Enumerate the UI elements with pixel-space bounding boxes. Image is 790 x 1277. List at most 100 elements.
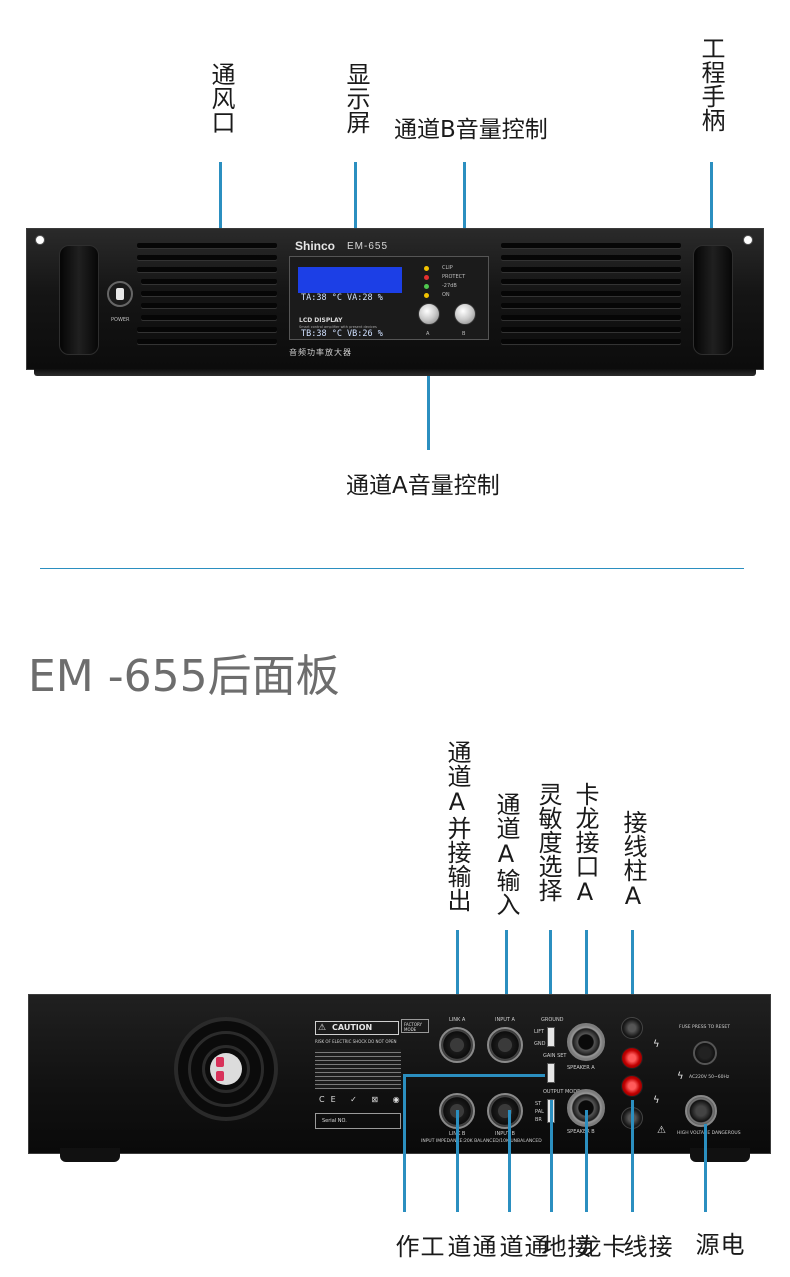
label-ground: 接地 — [538, 1234, 591, 1258]
section-title: EM -655后面板 — [28, 651, 340, 702]
speaker-a-label: SPEAKER A — [567, 1065, 595, 1071]
gain-set-switch[interactable] — [547, 1063, 555, 1083]
ground-lift-switch[interactable] — [547, 1027, 555, 1047]
rear-foot-left — [60, 1148, 120, 1162]
callout-line-work-mode-h — [403, 1074, 545, 1077]
gnd-label: GND — [534, 1041, 546, 1047]
volume-knob-b[interactable] — [454, 303, 476, 325]
lightning-icon: ϟ — [653, 1095, 660, 1106]
led-label-on: ON — [442, 292, 450, 298]
input-b-label: INPUT B — [495, 1131, 515, 1137]
label-channel-b-link: 通道 — [443, 1234, 496, 1258]
callout-line-input-b — [508, 1110, 511, 1212]
warning-triangle-icon: ⚠ — [318, 1023, 327, 1033]
lcd-line-2: TB:38 °C VB:26 % — [301, 329, 383, 339]
label-speakon-b: 卡龙 — [573, 1234, 626, 1258]
callout-line-link-b — [456, 1110, 459, 1212]
led-label-protect: PROTECT — [442, 274, 466, 280]
factory-mode-label: FACTORY MODE — [404, 1022, 422, 1032]
output-mode-label: OUTPUT MODE — [543, 1089, 581, 1095]
label-channel-b-input: 通道 — [495, 1234, 548, 1258]
led-protect — [424, 275, 429, 280]
label-a-parallel-out: 通道A并接输出 — [443, 740, 471, 912]
power-spec-label: AC220V 50~60Hz — [689, 1075, 730, 1080]
label-channel-a-volume: 通道A音量控制 — [346, 473, 500, 499]
knob-label-a: A — [426, 331, 430, 337]
mode-pal-label: PAL — [535, 1109, 544, 1115]
label-handle: 工程手柄 — [697, 36, 725, 132]
caution-text: CAUTION — [332, 1023, 373, 1032]
cert-icons: CE ✓ ⊠ ◉ — [319, 1095, 406, 1104]
ground-label: GROUND — [541, 1017, 564, 1023]
callout-line-sensitivity — [549, 930, 552, 1050]
rack-hole — [35, 235, 45, 245]
label-a-input: 通道A输入 — [492, 792, 520, 916]
lift-label: LIFT — [534, 1029, 545, 1035]
mode-st-label: ST — [535, 1101, 542, 1107]
callout-line-display — [354, 162, 357, 272]
lcd-screen: TA:38 °C VA:28 % TB:38 °C VB:26 % — [298, 267, 402, 339]
caution-badge: ⚠ CAUTION — [315, 1021, 399, 1035]
knob-label-b: B — [462, 331, 466, 337]
led-label-clip: CLIP — [442, 265, 453, 271]
fan-hub — [210, 1053, 242, 1085]
callout-line-terminal-b — [631, 1100, 634, 1212]
label-vent: 通风口 — [207, 62, 235, 134]
callout-line-vent — [219, 162, 222, 270]
label-power: 电源 — [691, 1232, 744, 1256]
volume-knob-a[interactable] — [418, 303, 440, 325]
label-terminal-a: 接线柱A — [619, 810, 647, 910]
callout-line-terminal-a — [631, 930, 634, 1030]
label-speakon-a: 卡龙接口A — [571, 782, 599, 906]
callout-line-a-input — [505, 930, 508, 1018]
gain-set-label: GAIN SET — [543, 1053, 567, 1059]
rack-hole — [743, 235, 753, 245]
callout-line-a-parallel-out — [456, 930, 459, 1018]
model-name: EM-655 — [347, 241, 389, 252]
factory-mode-box: FACTORY MODE — [401, 1019, 429, 1033]
lightning-icon: ϟ — [653, 1039, 660, 1050]
callout-line-ground — [550, 1100, 553, 1212]
warning-triangle-icon: ⚠ — [657, 1125, 666, 1136]
input-a-label: INPUT A — [495, 1017, 515, 1023]
front-vent-left — [101, 239, 283, 359]
binding-post-a-black[interactable] — [621, 1017, 643, 1039]
led-label-27db: -27dB — [442, 283, 457, 289]
speakon-a[interactable] — [567, 1023, 605, 1061]
xlr-input-b[interactable] — [487, 1093, 523, 1129]
power-switch[interactable] — [107, 281, 133, 307]
label-display: 显示屏 — [342, 62, 370, 134]
xlr-input-a[interactable] — [487, 1027, 523, 1063]
high-voltage-label: HIGH VOLTAGE DANGEROUS — [677, 1131, 741, 1136]
led-27db — [424, 284, 429, 289]
power-rocker-icon — [116, 288, 124, 300]
callout-line-speakon-b — [585, 1110, 588, 1212]
link-a-label: LINK A — [449, 1017, 466, 1023]
mode-br-label: BR — [535, 1117, 542, 1123]
front-vent-right — [497, 239, 687, 359]
label-work-mode: 工作 — [391, 1234, 444, 1258]
xlr-link-a[interactable] — [439, 1027, 475, 1063]
serial-plate: Serial NO. — [315, 1113, 401, 1129]
fuse-label: FUSE PRESS TO RESET — [679, 1025, 730, 1030]
fuse-reset-button[interactable] — [693, 1041, 717, 1065]
section-divider — [40, 568, 744, 569]
power-label: POWER — [111, 317, 130, 323]
front-handle-left[interactable] — [59, 245, 99, 355]
cooling-fan — [174, 1017, 278, 1121]
led-on — [424, 293, 429, 298]
impedance-label: INPUT IMPEDANCE:20K BALANCED/10K UNBALAN… — [421, 1139, 542, 1144]
lcd-title: LCD DISPLAY — [299, 317, 343, 324]
binding-post-a-red[interactable] — [621, 1047, 643, 1069]
front-handle-right[interactable] — [693, 245, 733, 355]
speaker-b-label: SPEAKER B — [567, 1129, 595, 1135]
callout-line-power — [704, 1124, 707, 1212]
binding-post-b-red[interactable] — [621, 1075, 643, 1097]
front-panel: POWER Shinco EM-655 — [26, 228, 764, 370]
lcd-subtitle: Smart control amplifier with present dev… — [299, 325, 377, 329]
power-inlet[interactable] — [685, 1095, 717, 1127]
rear-panel: ⚠ CAUTION RISK OF ELECTRIC SHOCK DO NOT … — [28, 994, 771, 1154]
warning-text-block — [315, 1049, 401, 1089]
callout-line-work-mode — [403, 1074, 406, 1212]
callout-line-handle — [710, 162, 713, 270]
